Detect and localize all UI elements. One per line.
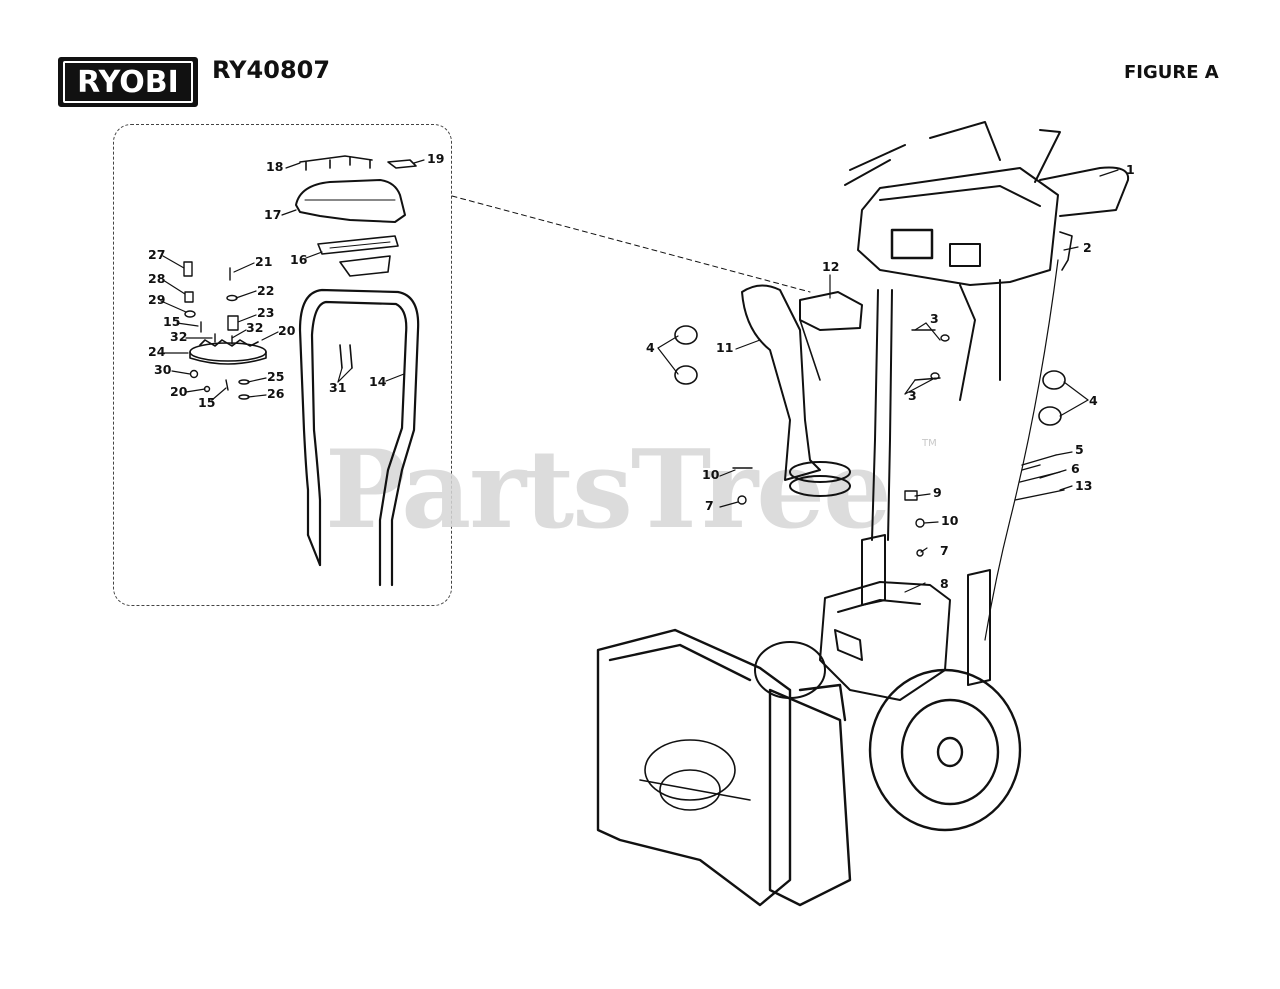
callout-9: 9 <box>933 485 942 500</box>
chute-crank <box>799 319 821 381</box>
ryobi-logo: RYOBI <box>58 57 198 107</box>
part-18-pins <box>299 155 373 171</box>
part-17-cover <box>295 179 406 223</box>
auger-housing <box>596 628 852 907</box>
callout-10-left: 10 <box>702 467 720 482</box>
callout-1: 1 <box>1126 162 1135 177</box>
callout-26: 26 <box>267 386 285 401</box>
watermark: PartsTree <box>325 427 892 553</box>
callout-30: 30 <box>154 362 172 377</box>
part-31-pins <box>339 344 353 369</box>
callout-22: 22 <box>257 283 275 298</box>
callout-15-lower: 15 <box>198 395 216 410</box>
callout-15-upper: 15 <box>163 314 181 329</box>
callout-3-lower: 3 <box>908 388 917 403</box>
left-wheel <box>754 641 826 699</box>
callout-29: 29 <box>148 292 166 307</box>
inset-fasteners <box>183 261 250 400</box>
callout-4-right: 4 <box>1089 393 1098 408</box>
callout-14: 14 <box>369 374 387 389</box>
callout-32-upper: 32 <box>246 320 264 335</box>
callout-24: 24 <box>148 344 166 359</box>
callout-7-left: 7 <box>705 498 714 513</box>
part-24-gear <box>189 339 267 365</box>
upper-handle <box>871 279 1001 541</box>
auger <box>639 739 751 811</box>
model-number: RY40807 <box>212 56 331 84</box>
callout-31: 31 <box>329 380 347 395</box>
callout-5: 5 <box>1075 442 1084 457</box>
logo-text: RYOBI <box>63 61 193 103</box>
callout-7-right: 7 <box>940 543 949 558</box>
callout-13: 13 <box>1075 478 1093 493</box>
part-8-battery-cover <box>819 581 951 701</box>
callout-21: 21 <box>255 254 273 269</box>
part-19-clip <box>387 159 417 169</box>
callout-17: 17 <box>264 207 282 222</box>
callout-4-left: 4 <box>646 340 655 355</box>
part-1-console <box>844 121 1130 286</box>
right-wheel <box>868 668 1022 832</box>
watermark-trademark: TM <box>922 438 937 449</box>
callout-27: 27 <box>148 247 166 262</box>
callout-8: 8 <box>940 576 949 591</box>
callout-11: 11 <box>716 340 734 355</box>
callout-25: 25 <box>267 369 285 384</box>
detail-inset-frame <box>113 124 452 606</box>
part-16-bracket <box>317 235 399 277</box>
part-4-knobs-right <box>1038 370 1066 426</box>
callout-19: 19 <box>427 151 445 166</box>
part-2-cable <box>1059 231 1073 271</box>
callout-18: 18 <box>266 159 284 174</box>
part-4-knobs-left <box>674 325 698 385</box>
inset-connector-line <box>451 195 811 293</box>
callout-23: 23 <box>257 305 275 320</box>
callout-28: 28 <box>148 271 166 286</box>
part-14-handle <box>298 288 420 587</box>
figure-title: FIGURE A <box>1124 62 1219 83</box>
part-12-deflector <box>799 291 863 331</box>
main-fasteners <box>732 329 1065 557</box>
leader-lines <box>160 159 1119 593</box>
lower-handle <box>861 534 991 686</box>
control-cable <box>984 259 1059 641</box>
callout-20-left: 20 <box>170 384 188 399</box>
callout-12: 12 <box>822 259 840 274</box>
callout-16: 16 <box>290 252 308 267</box>
callout-32-lower: 32 <box>170 329 188 344</box>
callout-6: 6 <box>1071 461 1080 476</box>
callout-20-right: 20 <box>278 323 296 338</box>
callout-10-right: 10 <box>941 513 959 528</box>
part-11-chute <box>741 284 851 497</box>
callout-2: 2 <box>1083 240 1092 255</box>
callout-3-upper: 3 <box>930 311 939 326</box>
